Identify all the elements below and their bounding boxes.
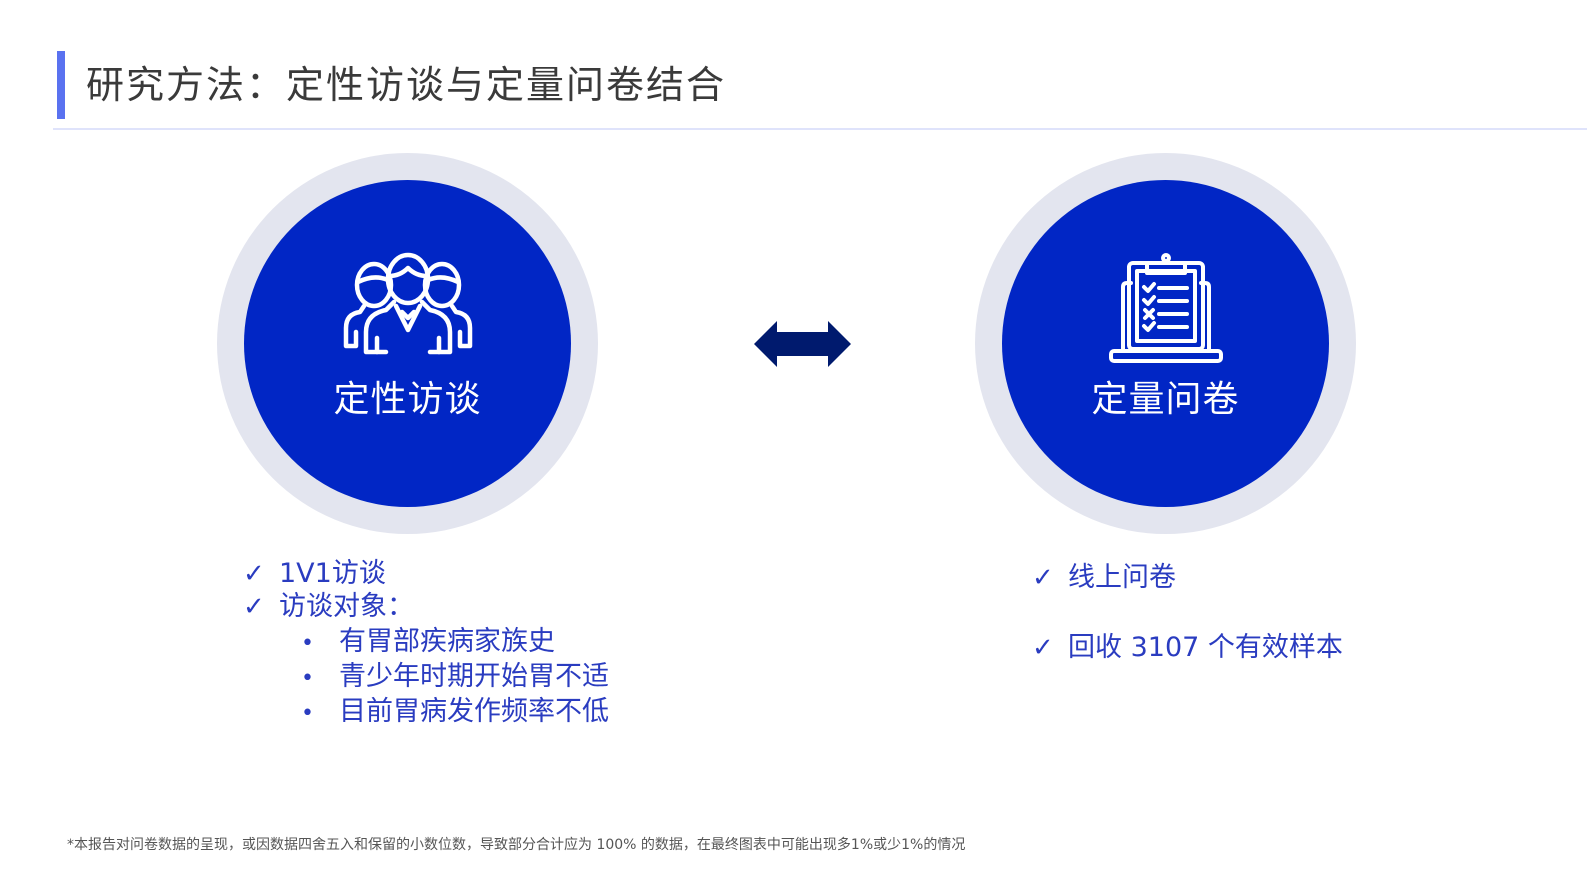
title-accent-bar (57, 51, 65, 119)
page-title: 研究方法：定性访谈与定量问卷结合 (86, 63, 727, 107)
checkmark-icon: ✓ (1032, 563, 1054, 593)
quantitative-method-circle: 定量问卷 (975, 153, 1356, 534)
list-item-text: 回收 3107 个有效样本 (1068, 632, 1343, 663)
qualitative-method-label: 定性访谈 (333, 379, 482, 420)
sub-list-item-text: 有胃部疾病家族史 (339, 626, 555, 657)
list-item: ✓ 访谈对象： (243, 589, 414, 625)
checkmark-icon: ✓ (243, 592, 265, 622)
checkmark-icon: ✓ (243, 559, 265, 589)
list-item-text: 访谈对象： (279, 591, 414, 622)
header-divider (53, 128, 1587, 130)
quantitative-method-disc: 定量问卷 (1002, 180, 1329, 507)
qualitative-method-circle: 定性访谈 (217, 153, 598, 534)
footnote: *本报告对问卷数据的呈现，或因数据四舍五入和保留的小数位数，导致部分合计应为 1… (67, 837, 966, 853)
sub-list-item: • 青少年时期开始胃不适 (301, 659, 609, 697)
list-item: ✓ 回收 3107 个有效样本 (1032, 630, 1343, 666)
bullet-icon: • (301, 666, 314, 691)
list-item: ✓ 线上问卷 (1032, 560, 1176, 596)
list-item-text: 1V1访谈 (279, 558, 386, 589)
people-group-icon (342, 252, 474, 362)
clipboard-laptop-checklist-icon (1108, 253, 1223, 369)
sub-list-item: • 目前胃病发作频率不低 (301, 694, 609, 732)
bullet-icon: • (301, 631, 314, 656)
qualitative-method-disc: 定性访谈 (244, 180, 571, 507)
list-item-text: 线上问卷 (1068, 562, 1176, 593)
checkmark-icon: ✓ (1032, 633, 1054, 663)
sub-list-item-text: 目前胃病发作频率不低 (339, 696, 609, 727)
list-item: ✓ 1V1访谈 (243, 556, 386, 592)
quantitative-method-label: 定量问卷 (1091, 379, 1240, 420)
bullet-icon: • (301, 701, 314, 726)
sub-list-item: • 有胃部疾病家族史 (301, 624, 555, 662)
double-arrow-icon (754, 321, 851, 371)
sub-list-item-text: 青少年时期开始胃不适 (339, 661, 609, 692)
